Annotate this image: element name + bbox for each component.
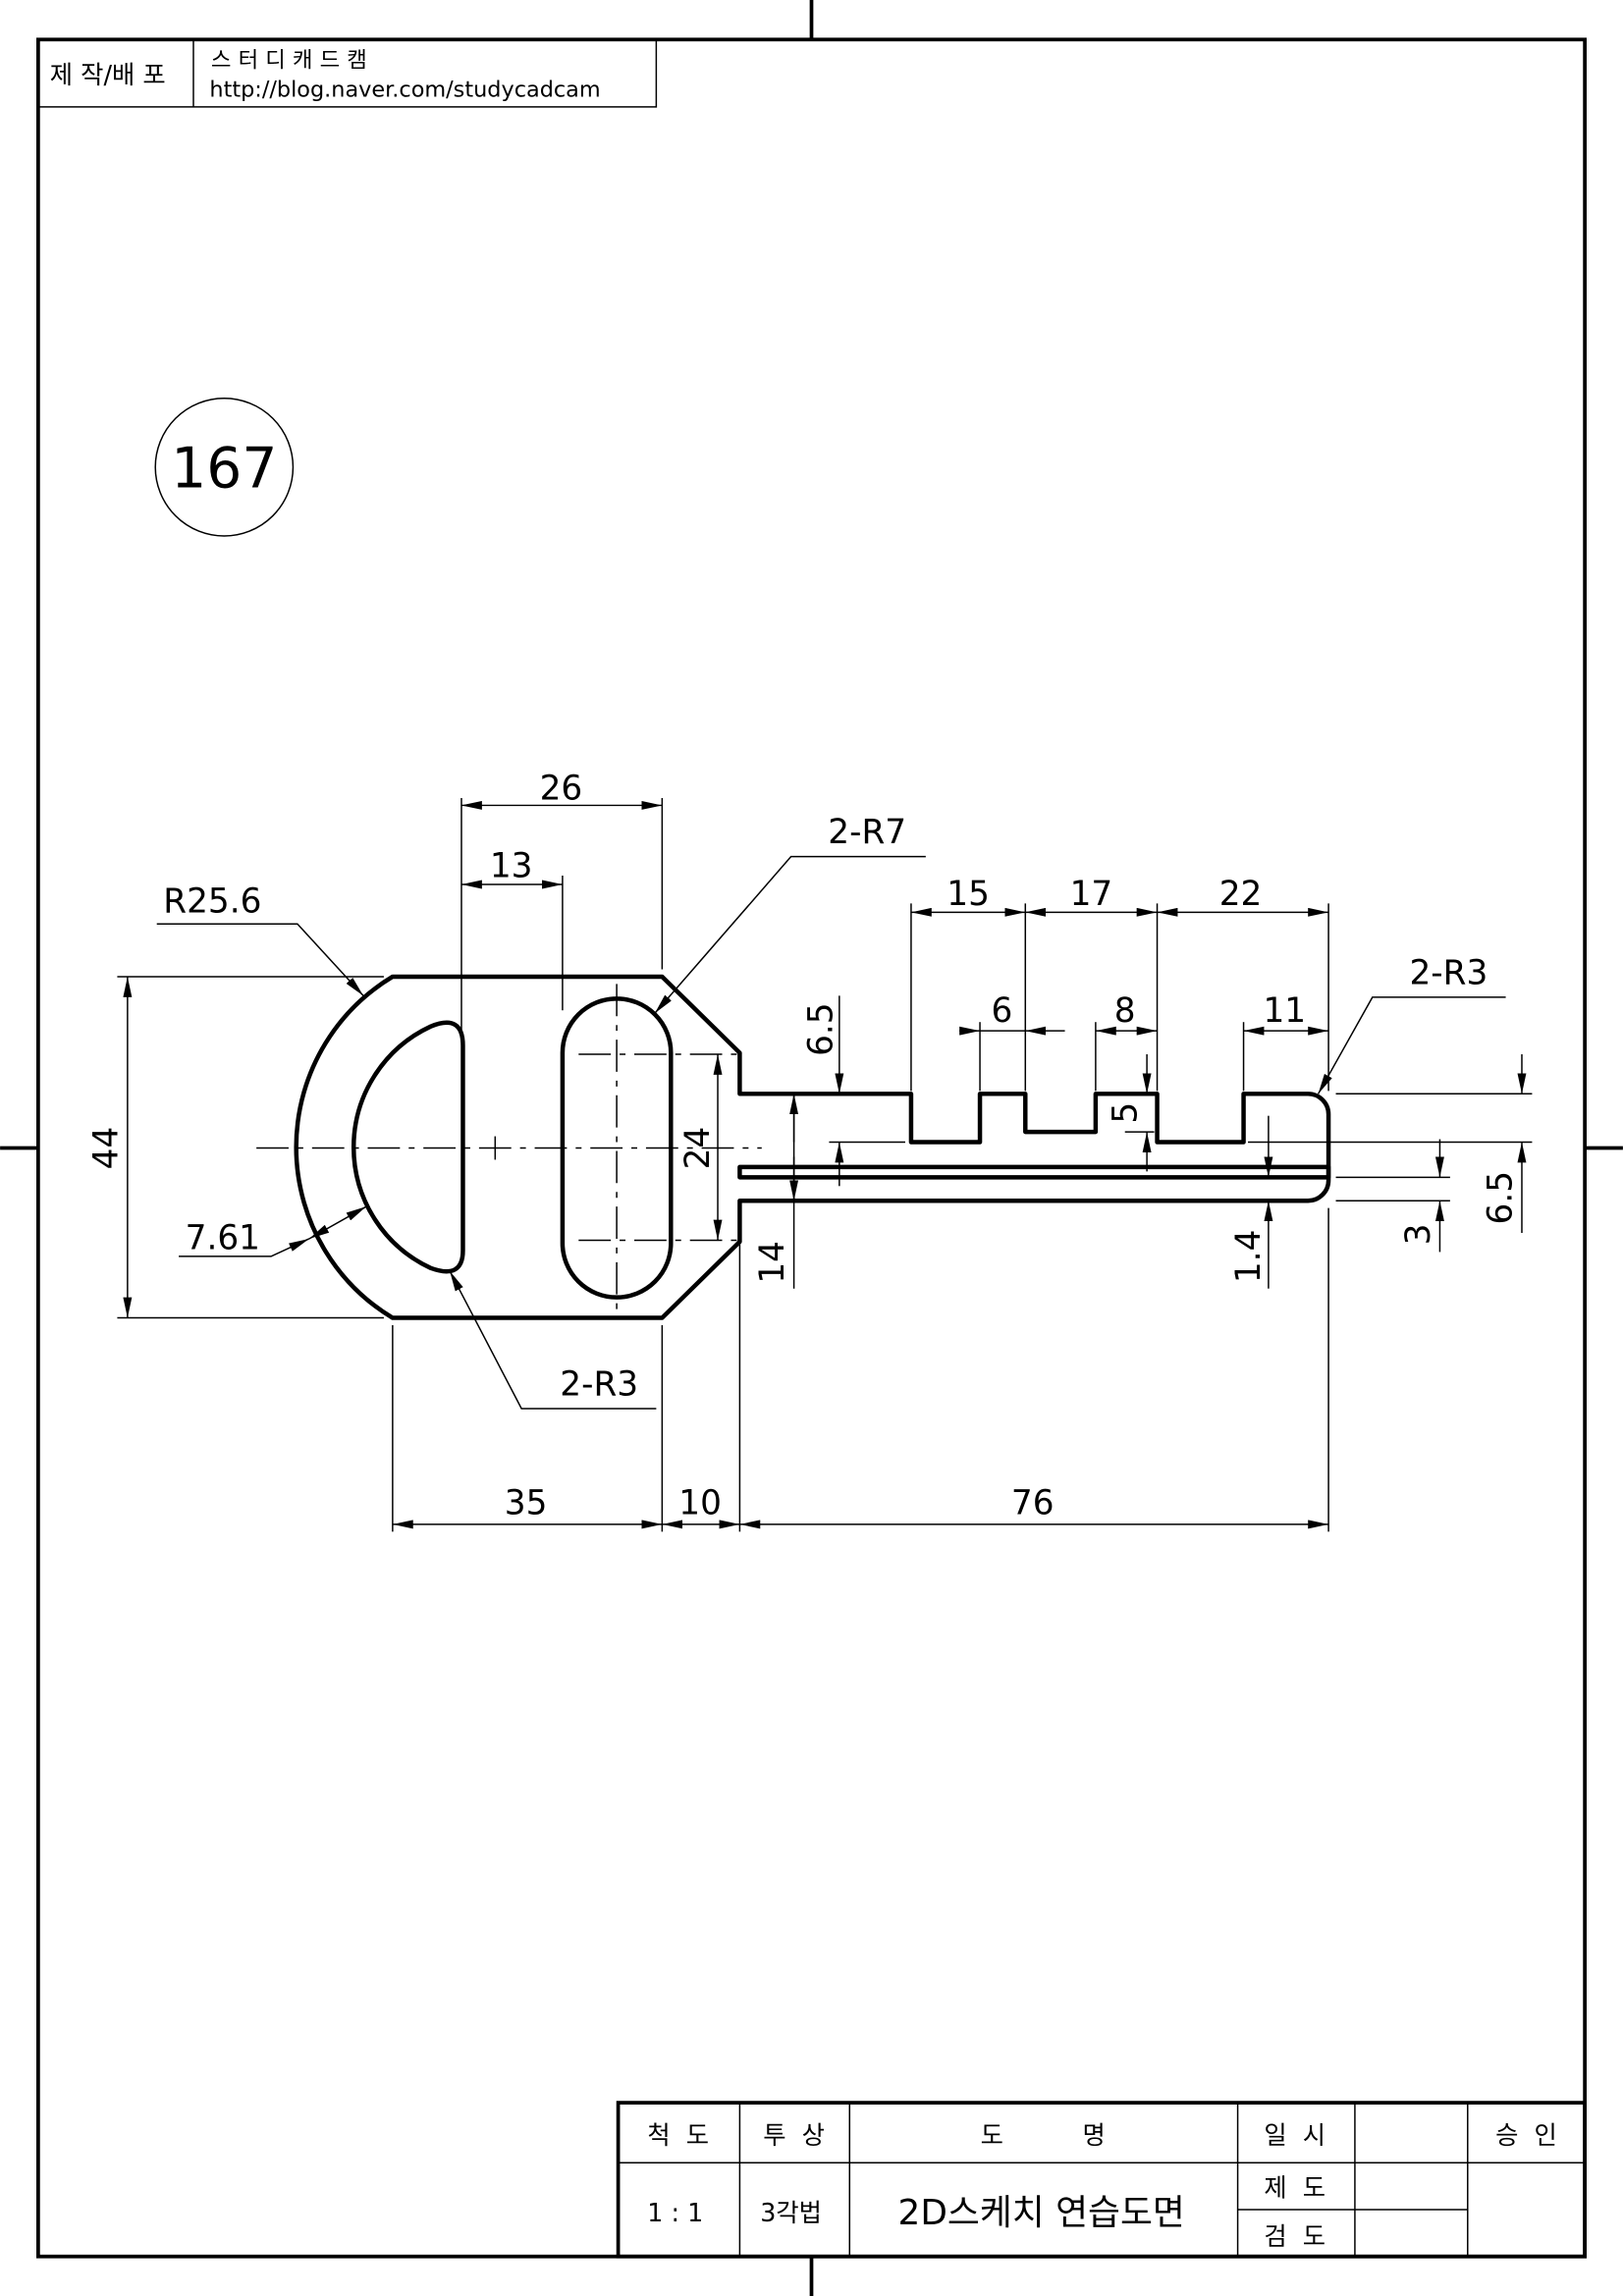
header-box: 제 작/배 포 스 터 디 캐 드 캠 http://blog.naver.co… [37, 38, 658, 108]
header-label: 제 작/배 포 [50, 60, 166, 89]
dim-14: 14 [753, 1241, 792, 1284]
dim-2-r7: 2-R7 [828, 813, 906, 852]
drawing-name: 2D스케치 연습도면 [898, 2193, 1185, 2233]
d-shaped-hole [351, 1020, 465, 1274]
dimension-labels: 26 13 R25.6 2-R7 15 17 22 6 8 11 2-R3 6.… [86, 769, 1520, 1522]
header-url: http://blog.naver.com/studycadcam [209, 77, 600, 102]
dim-13: 13 [490, 847, 533, 886]
dim-8: 8 [1114, 991, 1136, 1031]
dim-10: 10 [678, 1483, 722, 1522]
dim-17: 17 [1070, 875, 1113, 914]
dimension-lines [123, 800, 1527, 1529]
dim-6-5-left: 6.5 [801, 1002, 840, 1056]
scale-value: 1 : 1 [647, 2198, 703, 2227]
checked-label: 검 도 [1264, 2221, 1325, 2251]
dim-2-r3-right: 2-R3 [1409, 953, 1488, 992]
title-block: 척 도 투 상 도 명 일 시 승 인 1 : 1 3각법 제 도 검 도 2D… [616, 2101, 1587, 2259]
dim-6: 6 [992, 991, 1013, 1031]
dim-22: 22 [1219, 875, 1263, 914]
projection-value: 3각법 [760, 2198, 822, 2227]
dim-44: 44 [86, 1127, 126, 1170]
dim-6-5-right: 6.5 [1482, 1171, 1521, 1225]
dim-7-61: 7.61 [186, 1218, 260, 1257]
approval-label: 승 인 [1495, 2120, 1557, 2150]
dim-35: 35 [505, 1483, 548, 1522]
dim-76: 76 [1011, 1483, 1055, 1522]
dim-5: 5 [1107, 1102, 1146, 1124]
header-company: 스 터 디 캐 드 캠 [211, 48, 367, 74]
centerlines [256, 984, 762, 1311]
dim-3: 3 [1399, 1224, 1438, 1246]
projection-label: 투 상 [763, 2120, 825, 2150]
dim-24: 24 [678, 1127, 718, 1170]
drawing-number: 167 [171, 437, 277, 502]
dim-1-4: 1.4 [1229, 1230, 1269, 1284]
dim-26: 26 [540, 769, 583, 808]
dim-11: 11 [1263, 991, 1306, 1031]
drafted-label: 제 도 [1264, 2173, 1325, 2203]
dim-15: 15 [947, 875, 990, 914]
dim-r25-6: R25.6 [163, 881, 261, 921]
dim-2-r3-bottom: 2-R3 [560, 1365, 638, 1405]
extension-lines [117, 797, 1533, 1532]
drawing-number-badge: 167 [154, 397, 295, 537]
scale-label: 척 도 [647, 2120, 709, 2150]
date-label: 일 시 [1264, 2120, 1325, 2150]
drawing-name-label: 도 명 [981, 2120, 1106, 2150]
